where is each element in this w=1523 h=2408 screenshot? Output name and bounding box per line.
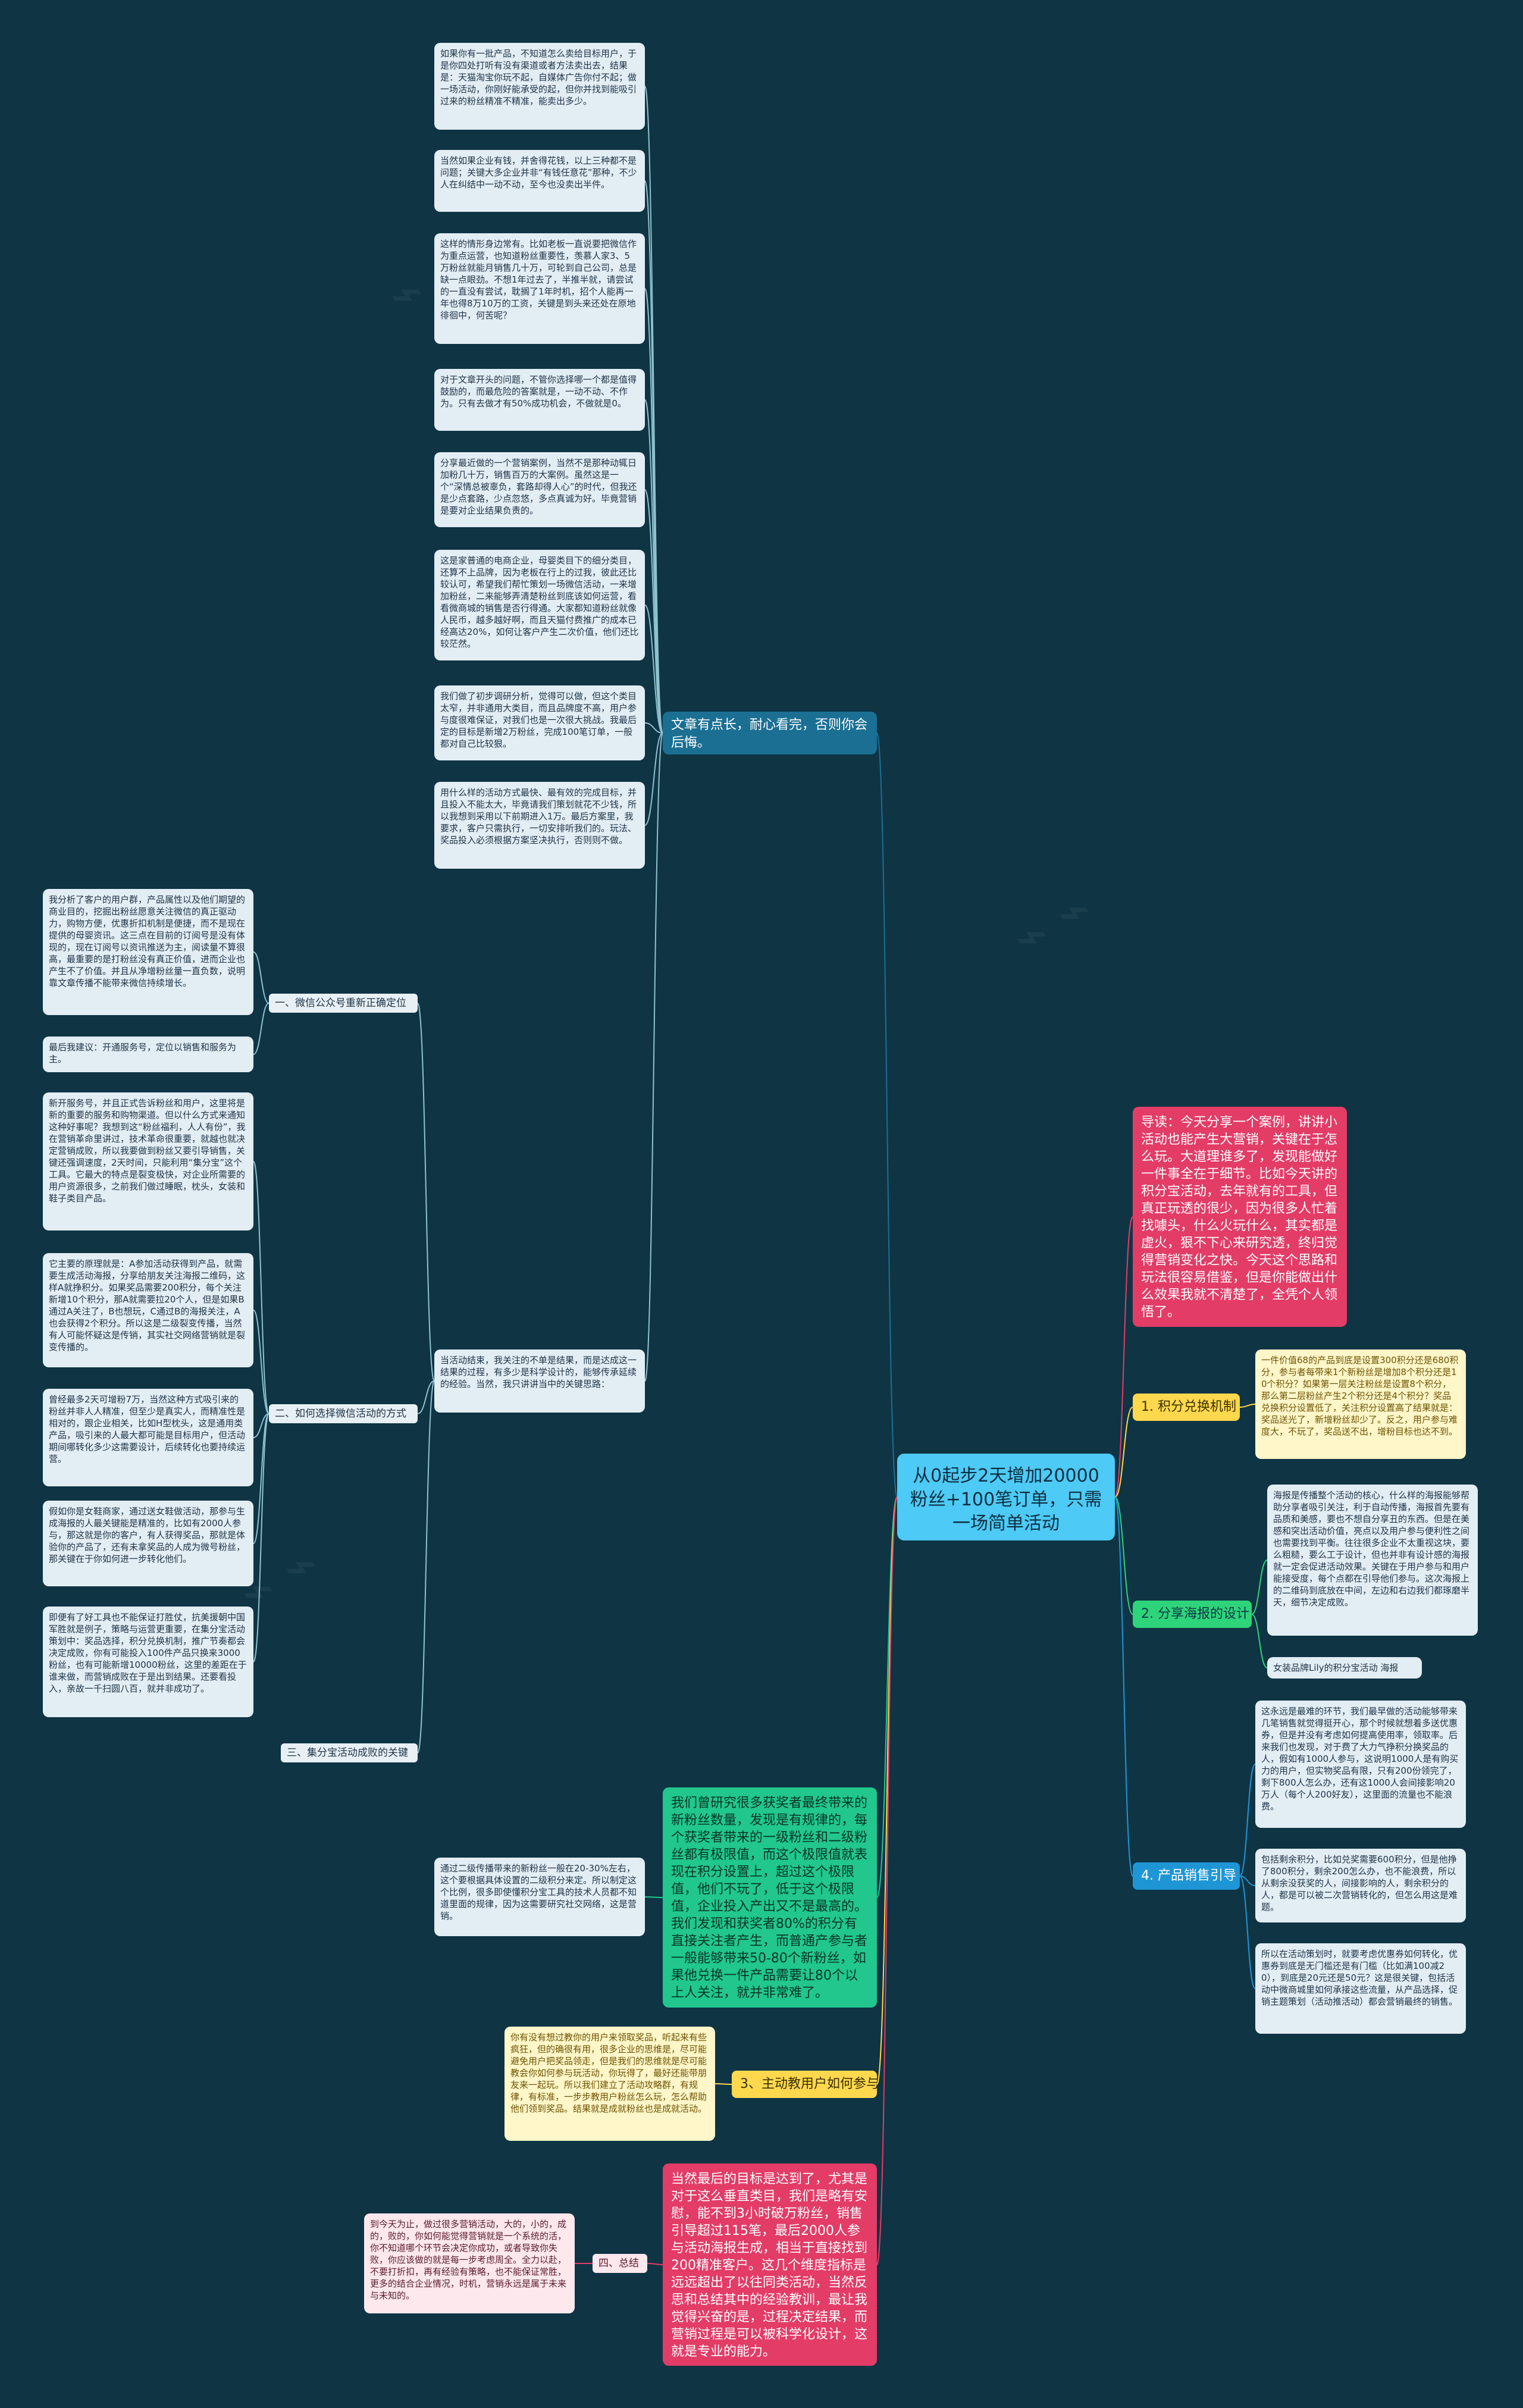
connector-line	[876, 732, 898, 1498]
section-2-leaf[interactable]: 即便有了好工具也不能保证打胜仗，抗美援朝中国军胜就是例子，策略与运营更重要，在集…	[43, 1607, 253, 1717]
connector-line	[644, 489, 663, 734]
connector-line	[253, 951, 269, 1004]
section-2-leaf[interactable]: 它主要的原理就是：A参加活动获得到产品，就需要生成活动海报，分享给朋友关注海报二…	[43, 1253, 253, 1367]
active-leaf[interactable]: 你有没有想过教你的用户来领取奖品，听起来有些疯狂，但的确很有用，很多企业的思维是…	[504, 2027, 715, 2141]
article-leaf[interactable]: 这样的情形身边常有。比如老板一直说要把微信作为重点运营，也知道粉丝重要性，羡慕人…	[434, 233, 645, 344]
connector-line	[1239, 1875, 1256, 1886]
connector-line	[1114, 1496, 1133, 1615]
poster-caption[interactable]: 女装品牌Lily的积分宝活动 海报	[1267, 1657, 1422, 1679]
connector-line	[417, 1380, 435, 1753]
section-4-topic[interactable]: 四、总结	[593, 2254, 647, 2273]
article-leaf[interactable]: 对于文章开头的问题，不管你选择哪一个都是值得鼓励的，而最危险的答案就是，一动不动…	[434, 369, 645, 431]
section-2-leaf[interactable]: 新开服务号，并且正式告诉粉丝和用户，这里将是新的重要的服务和购物渠道。但以什么方…	[43, 1092, 253, 1230]
connector-line	[1251, 1614, 1268, 1668]
section-3-topic[interactable]: 三、集分宝活动成败的关键	[281, 1743, 418, 1762]
connector-line	[647, 2263, 663, 2265]
point-1-topic[interactable]: 1. 积分兑换机制	[1133, 1394, 1240, 1421]
connector-line	[644, 732, 663, 1382]
section-1-topic[interactable]: 一、微信公众号重新正确定位	[269, 994, 418, 1013]
connector-line	[253, 1161, 269, 1414]
connector-line	[644, 722, 663, 734]
article-leaf[interactable]: 如果你有一批产品，不知道怎么卖给目标用户，于是你四处打听有没有渠道或者方法卖出去…	[434, 43, 645, 130]
point-4-leaf[interactable]: 这永远是最难的环节，我们最早做的活动能够带来几笔销售就觉得挺开心，那个时候就想着…	[1255, 1701, 1466, 1828]
article-leaf[interactable]: 这是家普通的电商企业，母婴类目下的细分类目，还算不上品牌，因为老板在行上的过我，…	[434, 550, 645, 660]
point-4-leaf[interactable]: 包括剩余积分，比如兑奖需要600积分，但是他挣了800积分，剩余200怎么办，也…	[1255, 1849, 1466, 1922]
conversion-leaf[interactable]: 通过二级传播带来的新粉丝一般在20-30%左右，这个要根据具体设置的二级积分来定…	[434, 1858, 645, 1936]
connector-line	[253, 1413, 269, 1544]
summary-topic[interactable]: 当然最后的目标是达到了，尤其是对于这么垂直类目，我们是略有安慰，能不到3小时破万…	[663, 2163, 877, 2366]
connector-line	[1114, 1216, 1133, 1498]
connector-line	[1251, 1560, 1268, 1615]
connector-line	[253, 1310, 269, 1414]
point-2-topic[interactable]: 2. 分享海报的设计	[1133, 1601, 1252, 1628]
intro-note[interactable]: 导读：今天分享一个案例，讲讲小活动也能产生大营销，关键在于怎么玩。大道理谁多了，…	[1133, 1107, 1347, 1327]
connector-line	[253, 1413, 269, 1662]
connector-line	[417, 1003, 435, 1382]
wechat-hub[interactable]: 当活动结束，我关注的不单是结果，而是达成这一结果的过程，有多少是科学设计的，能够…	[434, 1349, 645, 1413]
connector-line	[253, 1003, 269, 1055]
connector-line	[417, 1380, 435, 1414]
summary-leaf[interactable]: 到今天为止，做过很多营销活动，大的，小的，成的，败的，你如何能觉得营销就是一个系…	[364, 2213, 575, 2313]
connector-line	[876, 1496, 898, 2265]
connector-line	[1239, 1764, 1256, 1877]
root-topic[interactable]: 从0起步2天增加20000粉丝+100笔订单，只需一场简单活动	[897, 1454, 1115, 1540]
connector-line	[644, 732, 663, 826]
point-4-topic[interactable]: 4. 产品销售引导	[1133, 1862, 1240, 1890]
active-topic[interactable]: 3、主动教用户如何参与	[732, 2071, 877, 2098]
article-leaf[interactable]: 我们做了初步调研分析，觉得可以做，但这个类目太窄，并非通用大类目，而且品牌度不高…	[434, 685, 645, 760]
point-1-leaf[interactable]: 一件价值68的产品到底是设置300积分还是680积分，参与者每带来1个新粉丝是增…	[1255, 1349, 1466, 1459]
point-2-leaf[interactable]: 海报是传播整个活动的核心，什么样的海报能够帮助分享者吸引关注，利于自动传播，海报…	[1267, 1485, 1478, 1636]
section-2-leaf[interactable]: 假如你是女鞋商家，通过送女鞋做活动，那参与生成海报的人最关键能是精准的，比如有2…	[43, 1501, 253, 1586]
connector-line	[1114, 1407, 1133, 1498]
connector-line	[1114, 1496, 1133, 1877]
connector-line	[876, 1496, 898, 2085]
connector-line	[644, 180, 663, 734]
article-leaf[interactable]: 当然如果企业有钱，并舍得花钱，以上三种都不是问题；关键大多企业并非“有钱任意花”…	[434, 150, 645, 212]
section-1-leaf[interactable]: 我分析了客户的用户群，产品属性以及他们期望的商业目的，挖掘出粉丝愿意关注微信的真…	[43, 889, 253, 1015]
article-topic[interactable]: 文章有点长，耐心看完，否则你会后悔。	[663, 712, 877, 754]
article-leaf[interactable]: 用什么样的活动方式最快、最有效的完成目标，并且投入不能太大，毕竟请我们策划就花不…	[434, 782, 645, 869]
article-leaf[interactable]: 分享最近做的一个营销案例，当然不是那种动辄日加粉几十万，销售百万的大案例。虽然这…	[434, 452, 645, 527]
connector-line	[1239, 1875, 1256, 1989]
conversion-topic[interactable]: 我们曾研究很多获奖者最终带来的新粉丝数量，发现是有规律的，每个获奖者带来的一级粉…	[663, 1787, 877, 2008]
point-4-leaf[interactable]: 所以在活动策划时，就要考虑优惠券如何转化，优惠券到底是无门槛还是有门槛（比如满1…	[1255, 1943, 1466, 2034]
section-2-topic[interactable]: 二、如何选择微信活动的方式	[269, 1404, 418, 1423]
connector-line	[253, 1413, 269, 1438]
section-2-leaf[interactable]: 曾经最多2天可增粉7万，当然这种方式吸引来的粉丝并非人人精准，但至少是真实人，而…	[43, 1389, 253, 1486]
connector-line	[876, 1496, 898, 1898]
connector-line	[644, 605, 663, 734]
section-1-leaf[interactable]: 最后我建议：开通服务号，定位以销售和服务为主。	[43, 1037, 253, 1072]
connector-line	[1239, 1404, 1256, 1408]
